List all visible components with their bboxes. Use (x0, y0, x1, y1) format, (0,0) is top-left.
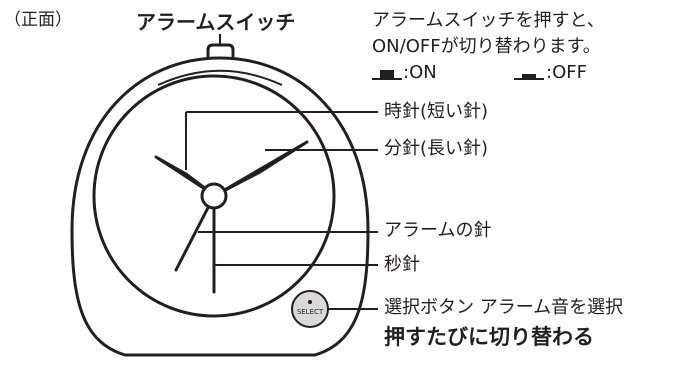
alarm-switch-note-line1: アラームスイッチを押すと、 (372, 10, 605, 31)
alarm-hand (174, 194, 216, 272)
view-label: （正面） (4, 10, 72, 30)
select-button-text: SELECT (297, 308, 324, 316)
alarm-switch-note-line2: ON/OFFが切り替わります。 (372, 36, 601, 57)
body-top-band (157, 69, 283, 86)
alarm-switch-label: アラームスイッチ (136, 10, 296, 34)
minute-hand (212, 140, 309, 198)
legend-off-label: :OFF (546, 62, 587, 83)
legend-on-label: :ON (403, 62, 437, 83)
second-hand-label: 秒針 (384, 254, 420, 275)
select-sub-label: 押すたびに切り替わる (384, 325, 594, 349)
legend-off-icon (514, 66, 544, 80)
hour-hand (154, 155, 216, 197)
alarm-hand-label: アラームの針 (384, 220, 492, 241)
legend-on-icon (372, 66, 402, 80)
alarm-switch (206, 43, 235, 62)
select-button-dot (308, 300, 312, 304)
hour-hand-label: 時針(短い針) (384, 101, 489, 122)
select-button-label: 選択ボタン アラーム音を選択 (384, 297, 624, 318)
minute-hand-label: 分針(長い針) (384, 138, 489, 159)
center-cap (200, 182, 228, 210)
